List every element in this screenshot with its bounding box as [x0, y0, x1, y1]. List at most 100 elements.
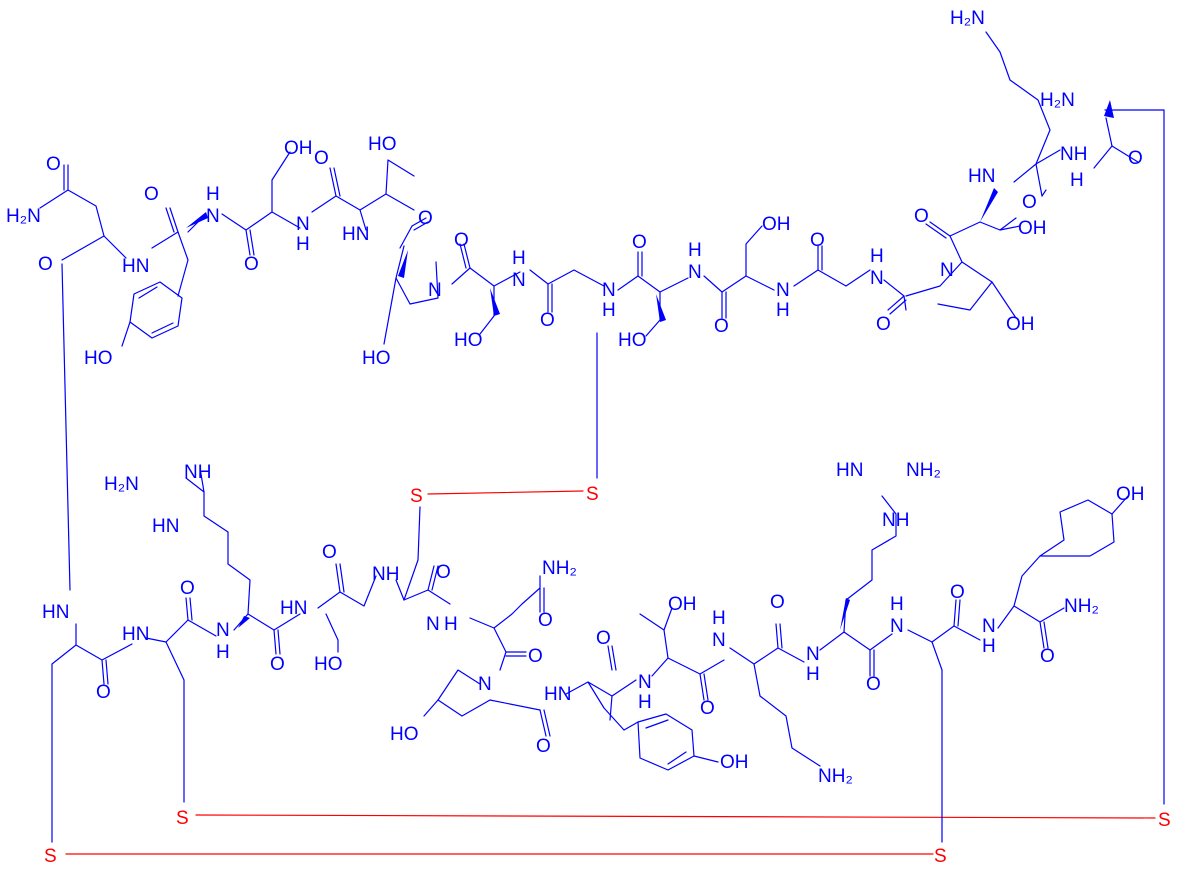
- label-oh-tyr3: OH: [1116, 484, 1145, 505]
- label-hn-10: HN: [968, 166, 995, 187]
- label-n-nh-6: N: [602, 280, 616, 301]
- label-n-nh-5: N: [512, 270, 526, 291]
- label-hn-cys1: HN: [42, 602, 69, 623]
- label-h-arg2: H: [806, 664, 820, 685]
- label-o-asn: O: [46, 154, 61, 175]
- label-h-cys4: H: [890, 594, 904, 615]
- label-ho-ser3: HO: [618, 330, 647, 351]
- label-n-arg1: N: [216, 620, 230, 641]
- label-o-asn2-side: O: [538, 610, 553, 631]
- label-h-nh-6: H: [602, 300, 616, 321]
- label-h-lys2: H: [712, 608, 726, 629]
- label-nh2-arg2-guan: NH₂: [906, 460, 941, 481]
- label-n-thr2: N: [638, 672, 652, 693]
- label-hn-arg2-guan: HN: [836, 460, 863, 481]
- label-hn-arg1: HN: [152, 516, 179, 537]
- label-h-nh-2: H: [206, 184, 220, 205]
- label-n-nh-3: N: [296, 214, 310, 235]
- label-n-tyr3: N: [982, 616, 996, 637]
- label-h2n-asn: H₂N: [6, 206, 41, 227]
- label-o-ser4: O: [714, 316, 729, 337]
- label-nh-arg2-guan: NH: [882, 510, 909, 531]
- label-o-lys1: O: [1022, 192, 1037, 213]
- label-h-asn2: H: [444, 614, 458, 635]
- label-o-asn-backbone: O: [38, 254, 53, 275]
- label-oh-ser4: OH: [762, 214, 791, 235]
- atom-labels: O H₂N O HN O HO H N OH O N H O HO HN O N…: [6, 8, 1171, 867]
- label-h-thr2: H: [638, 692, 652, 713]
- label-oh-hyp2: OH: [1006, 314, 1035, 335]
- label-o-thr: O: [314, 148, 329, 169]
- label-oh-ser1: OH: [284, 138, 313, 159]
- disulfide-bonds: [65, 490, 1156, 855]
- label-ho-ser2: HO: [454, 330, 483, 351]
- label-h-nh-11: H: [1070, 170, 1084, 191]
- label-o-thr-co: O: [418, 208, 433, 229]
- label-o-asn2-co: O: [528, 646, 543, 667]
- disulfide-bridge-middle: [195, 814, 1156, 819]
- label-o-hyp1-co: O: [454, 230, 469, 251]
- label-o-cys-terminal: O: [1128, 148, 1143, 169]
- sulfur-middle-left: S: [176, 808, 189, 829]
- label-hn-ser5: HN: [280, 598, 307, 619]
- top-chain-bonds: [39, 31, 1139, 347]
- sulfur-lower-right: S: [934, 846, 947, 867]
- label-o-thr2: O: [700, 698, 715, 719]
- label-ho-hyp1: HO: [362, 348, 391, 369]
- label-o-tyr2: O: [596, 628, 611, 649]
- label-nh-11: NH: [1060, 144, 1087, 165]
- label-nh2-lys2: NH₂: [818, 766, 853, 787]
- label-o-ser6: O: [322, 542, 337, 563]
- label-n-nh-9: N: [870, 268, 884, 289]
- sulfur-upper-left: S: [410, 486, 423, 507]
- label-hn-1: HN: [122, 256, 149, 277]
- label-h-nh-3: H: [296, 234, 310, 255]
- label-n-pro2: N: [940, 260, 954, 281]
- label-n-nh-8: N: [776, 280, 790, 301]
- label-o-cys4: O: [950, 582, 965, 603]
- label-o-hyp2-co: O: [876, 314, 891, 335]
- label-h-nh-7: H: [688, 240, 702, 261]
- label-h-arg1: H: [216, 642, 230, 663]
- label-o-gly: O: [810, 230, 825, 251]
- label-o-ser1: O: [244, 254, 259, 275]
- label-o-tyr: O: [144, 184, 159, 205]
- label-o-arg2: O: [866, 674, 881, 695]
- label-oh-ser5: OH: [1018, 218, 1047, 239]
- label-n-lys2: N: [712, 630, 726, 651]
- label-ho-thr: HO: [368, 134, 397, 155]
- label-nh-cys3: NH: [372, 564, 399, 585]
- label-ho-hyp3: HO: [390, 724, 419, 745]
- label-h-nh-5: H: [512, 248, 526, 269]
- sulfur-middle-right: S: [1158, 810, 1171, 831]
- label-nh2-tyr3: NH₂: [1064, 596, 1099, 617]
- label-o-ser3: O: [632, 232, 647, 253]
- disulfide-bridge-upper: [427, 490, 584, 495]
- label-n-arg2: N: [806, 644, 820, 665]
- label-o-tyr3: O: [1040, 646, 1055, 667]
- label-o-lys2: O: [770, 592, 785, 613]
- label-hn-tyr2: HN: [544, 684, 571, 705]
- label-o-hyp3: O: [536, 736, 551, 757]
- cysteine-side-chains: [51, 109, 1165, 843]
- label-ho-tyr: HO: [84, 348, 113, 369]
- label-n-nh-7: N: [688, 262, 702, 283]
- label-n-nh-2: N: [206, 206, 220, 227]
- label-hn-4: HN: [342, 224, 369, 245]
- label-h-nh-8: H: [776, 300, 790, 321]
- label-o-cys: O: [540, 310, 555, 331]
- label-o-arg1: O: [270, 654, 285, 675]
- label-h2n-cys-terminal: H₂N: [1040, 90, 1075, 111]
- label-h2n-arg1: H₂N: [104, 474, 139, 495]
- label-n-asn2: N: [426, 614, 440, 635]
- label-n-pro3: N: [478, 674, 492, 695]
- label-nh-arg1-top: NH: [184, 462, 211, 483]
- label-o-ser5: O: [914, 206, 929, 227]
- label-oh-thr2: OH: [668, 594, 697, 615]
- label-h2n-lys1: H₂N: [950, 8, 985, 29]
- label-h-nh-9: H: [870, 246, 884, 267]
- label-oh-tyr2: OH: [720, 752, 749, 773]
- sulfur-upper-right: S: [586, 484, 599, 505]
- bottom-chain-bonds: [75, 467, 1129, 771]
